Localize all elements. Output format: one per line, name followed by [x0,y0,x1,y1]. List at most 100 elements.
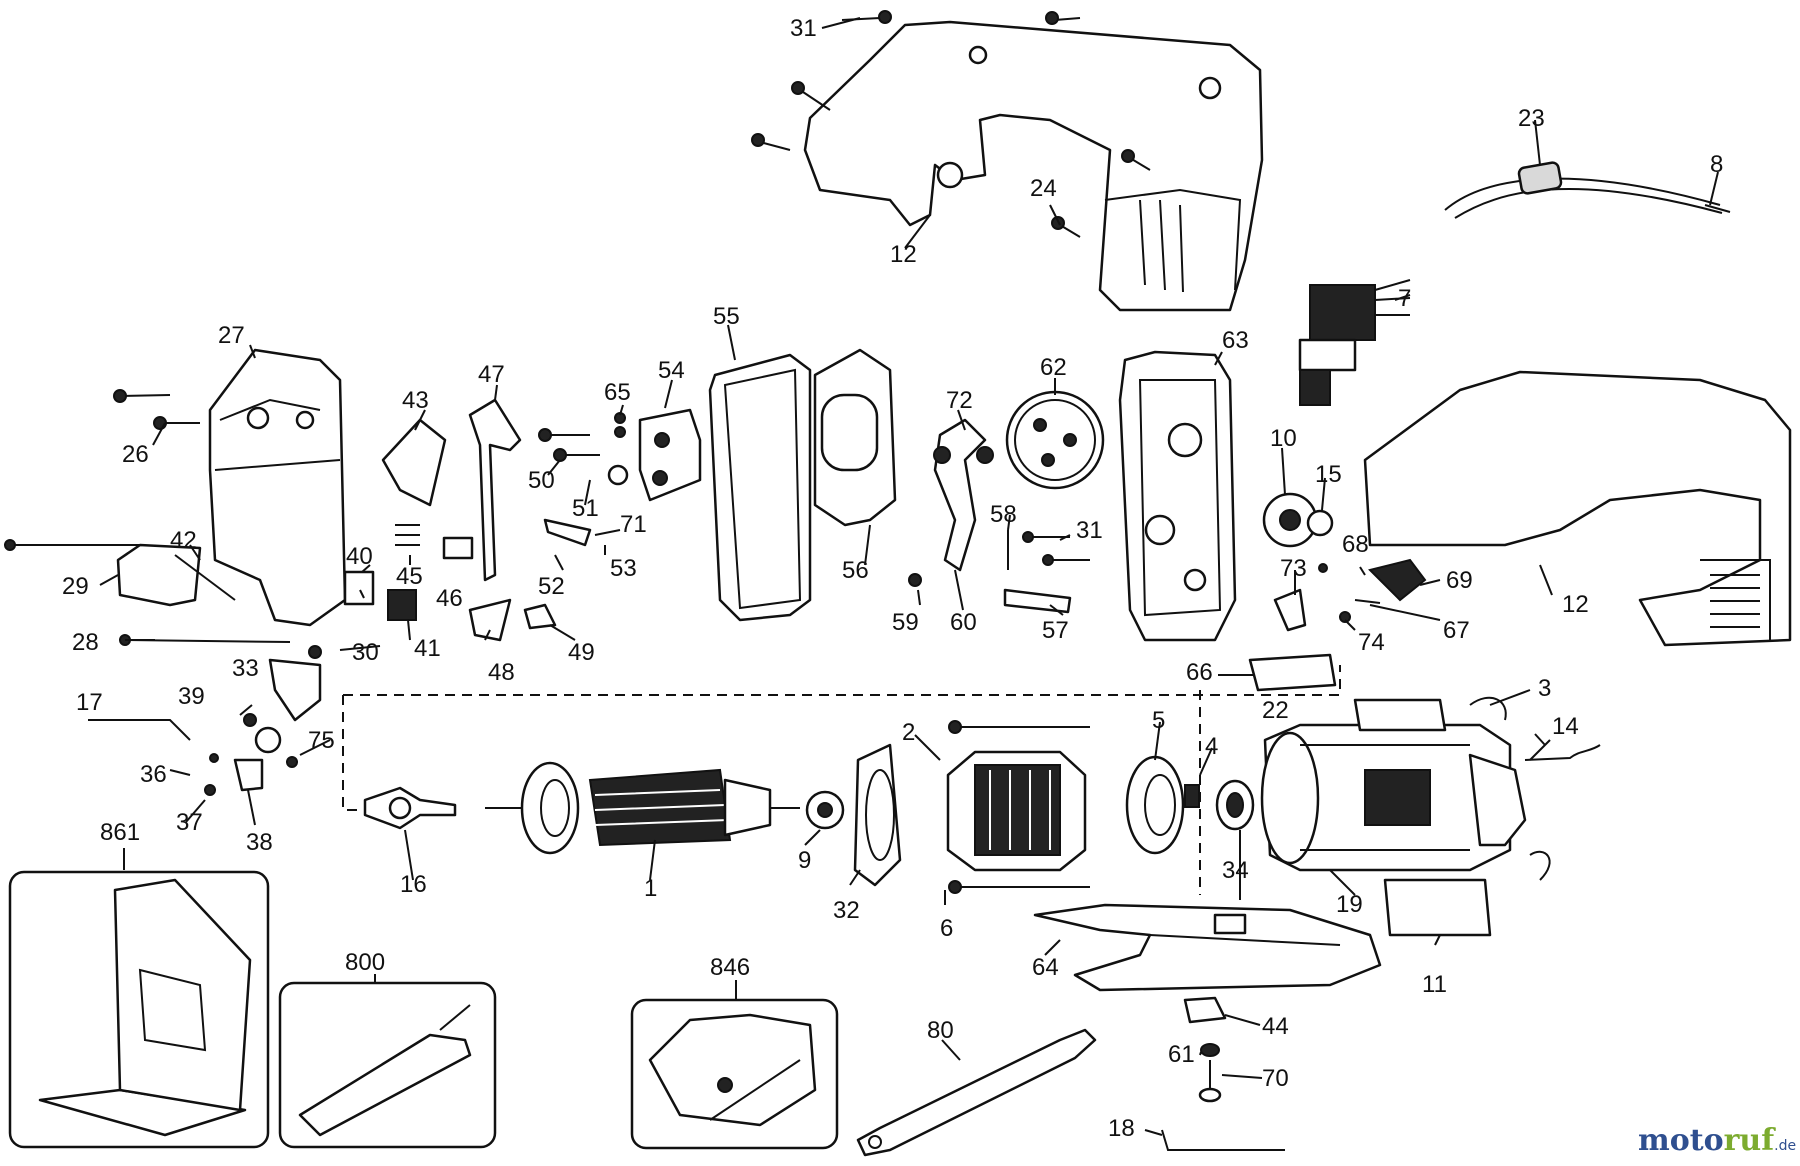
callout-11: 11 [1422,971,1447,998]
callout-50: 50 [528,467,555,494]
callout-19: 19 [1336,891,1363,918]
blade-kit-accessory [278,981,497,1149]
callout-55: 55 [713,303,740,330]
callout-29: 29 [62,573,89,600]
callout-34: 34 [1222,857,1249,884]
callout-12b: 12 [1562,591,1589,618]
housing-half-top [803,20,1264,312]
callout-4: 4 [1205,733,1218,760]
bearing-and-washers [1248,492,1427,692]
callout-24: 24 [1030,175,1057,202]
callout-38: 38 [246,829,273,856]
callout-65: 65 [604,379,631,406]
armature-group [363,761,845,855]
callout-43: 43 [402,387,429,414]
callout-46: 46 [436,585,463,612]
callout-64: 64 [1032,954,1059,981]
callout-15: 15 [1315,461,1342,488]
motor-housing [1260,696,1601,937]
lever-and-gear [908,390,1105,614]
case-accessory [8,870,270,1149]
callout-16: 16 [400,871,427,898]
callout-3: 3 [1538,675,1551,702]
callout-57: 57 [1042,617,1069,644]
blade-clamp-parts [4,524,474,796]
wrench [856,1028,1097,1157]
callout-47: 47 [478,361,505,388]
gasket [708,353,812,622]
plate [813,348,897,527]
callout-18: 18 [1108,1115,1135,1142]
callout-861: 861 [100,819,140,846]
callout-12: 12 [890,241,917,268]
leader-lines [99,17,1719,1136]
callout-61: 61 [1168,1041,1195,1068]
callout-800: 800 [345,949,385,976]
callout-40: 40 [346,543,373,570]
callout-49: 49 [568,639,595,666]
callout-14: 14 [1552,713,1579,740]
callout-31b: 31 [1076,517,1103,544]
callout-31: 31 [790,15,817,42]
callout-8: 8 [1710,151,1723,178]
watermark-part2: ruf [1724,1123,1777,1158]
callout-32: 32 [833,897,860,924]
watermark-part1: moto [1638,1123,1724,1158]
callout-45: 45 [396,563,423,590]
callout-7: 7 [1398,285,1411,312]
callout-28: 28 [72,629,99,656]
handle-housing [1363,370,1792,647]
screws-top [751,10,1151,238]
callout-54: 54 [658,357,685,384]
callout-1: 1 [644,875,657,902]
callout-23: 23 [1518,105,1545,132]
callout-33: 33 [232,655,259,682]
callout-2: 2 [902,719,915,746]
watermark-suffix: .de [1774,1138,1796,1154]
callout-846: 846 [710,954,750,981]
callout-62: 62 [1040,354,1067,381]
callout-70: 70 [1262,1065,1289,1092]
callout-80: 80 [927,1017,954,1044]
power-cord [1444,161,1731,219]
callout-52: 52 [538,573,565,600]
callout-51: 51 [572,495,599,522]
callout-75: 75 [308,727,335,754]
callout-30: 30 [352,639,379,666]
switch-assembly [1298,279,1411,406]
bearing-bracket [853,743,902,887]
base-fasteners [1161,996,1285,1151]
callout-44: 44 [1262,1013,1289,1040]
callout-5: 5 [1152,707,1165,734]
callout-10: 10 [1270,425,1297,452]
base-shoe [1033,903,1382,992]
callout-69: 69 [1446,567,1473,594]
gear-housing-left [113,348,347,627]
callout-37: 37 [176,809,203,836]
brush-ring [1125,755,1255,855]
callout-9: 9 [798,847,811,874]
callout-60: 60 [950,609,977,636]
callout-53: 53 [610,555,637,582]
callout-59: 59 [892,609,919,636]
callout-73: 73 [1280,555,1307,582]
callout-labels: 31 12 24 23 8 7 27 26 43 47 65 54 55 72 … [62,15,1723,1142]
callout-22: 22 [1262,697,1289,724]
callout-26: 26 [122,441,149,468]
callout-72: 72 [946,387,973,414]
mid-row-parts [381,398,702,642]
gear-case [1118,350,1237,642]
field-coil [946,720,1090,894]
callout-39: 39 [178,683,205,710]
callout-63: 63 [1222,327,1249,354]
callout-42: 42 [170,527,197,554]
callout-67: 67 [1443,617,1470,644]
svg-text:motoruf.de: motoruf.de [1638,1123,1796,1158]
callout-58: 58 [990,501,1017,528]
hardware-bag-accessory [630,998,839,1150]
callout-56: 56 [842,557,869,584]
callout-27: 27 [218,322,245,349]
callout-41: 41 [414,635,441,662]
